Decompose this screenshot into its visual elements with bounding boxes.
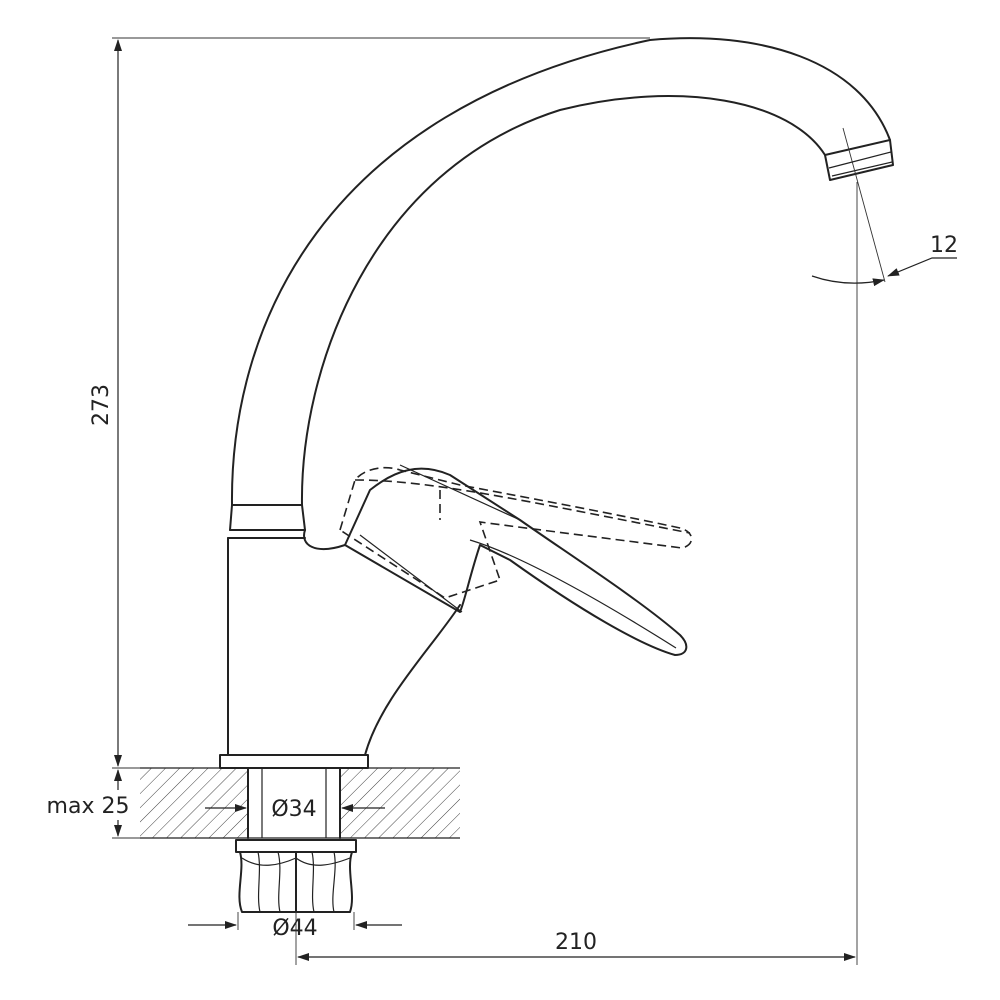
dimension-nut-diameter-label: Ø44 bbox=[272, 916, 317, 941]
dimension-nut-diameter: Ø44 bbox=[188, 912, 402, 941]
dimension-shank-diameter-label: Ø34 bbox=[271, 797, 316, 822]
dimension-deck-thickness-label: max 25 bbox=[47, 794, 130, 819]
dimension-spout-angle: 12 bbox=[811, 127, 958, 287]
dimension-deck-thickness: max 25 bbox=[36, 769, 140, 839]
dimension-height-label: 273 bbox=[89, 384, 114, 426]
dimension-spout-angle-label: 12 bbox=[930, 233, 958, 258]
dimension-reach-label: 210 bbox=[555, 930, 597, 955]
dimension-height: 273 bbox=[89, 37, 650, 769]
dimension-shank-diameter: Ø34 bbox=[205, 790, 385, 822]
lever-handle bbox=[344, 464, 688, 656]
countertop-section bbox=[140, 767, 460, 839]
faucet-body bbox=[219, 529, 461, 839]
mounting-nut bbox=[235, 839, 357, 913]
lever-handle-raised-position bbox=[339, 466, 693, 599]
dimension-reach: 210 bbox=[295, 182, 858, 965]
spout bbox=[229, 37, 894, 531]
